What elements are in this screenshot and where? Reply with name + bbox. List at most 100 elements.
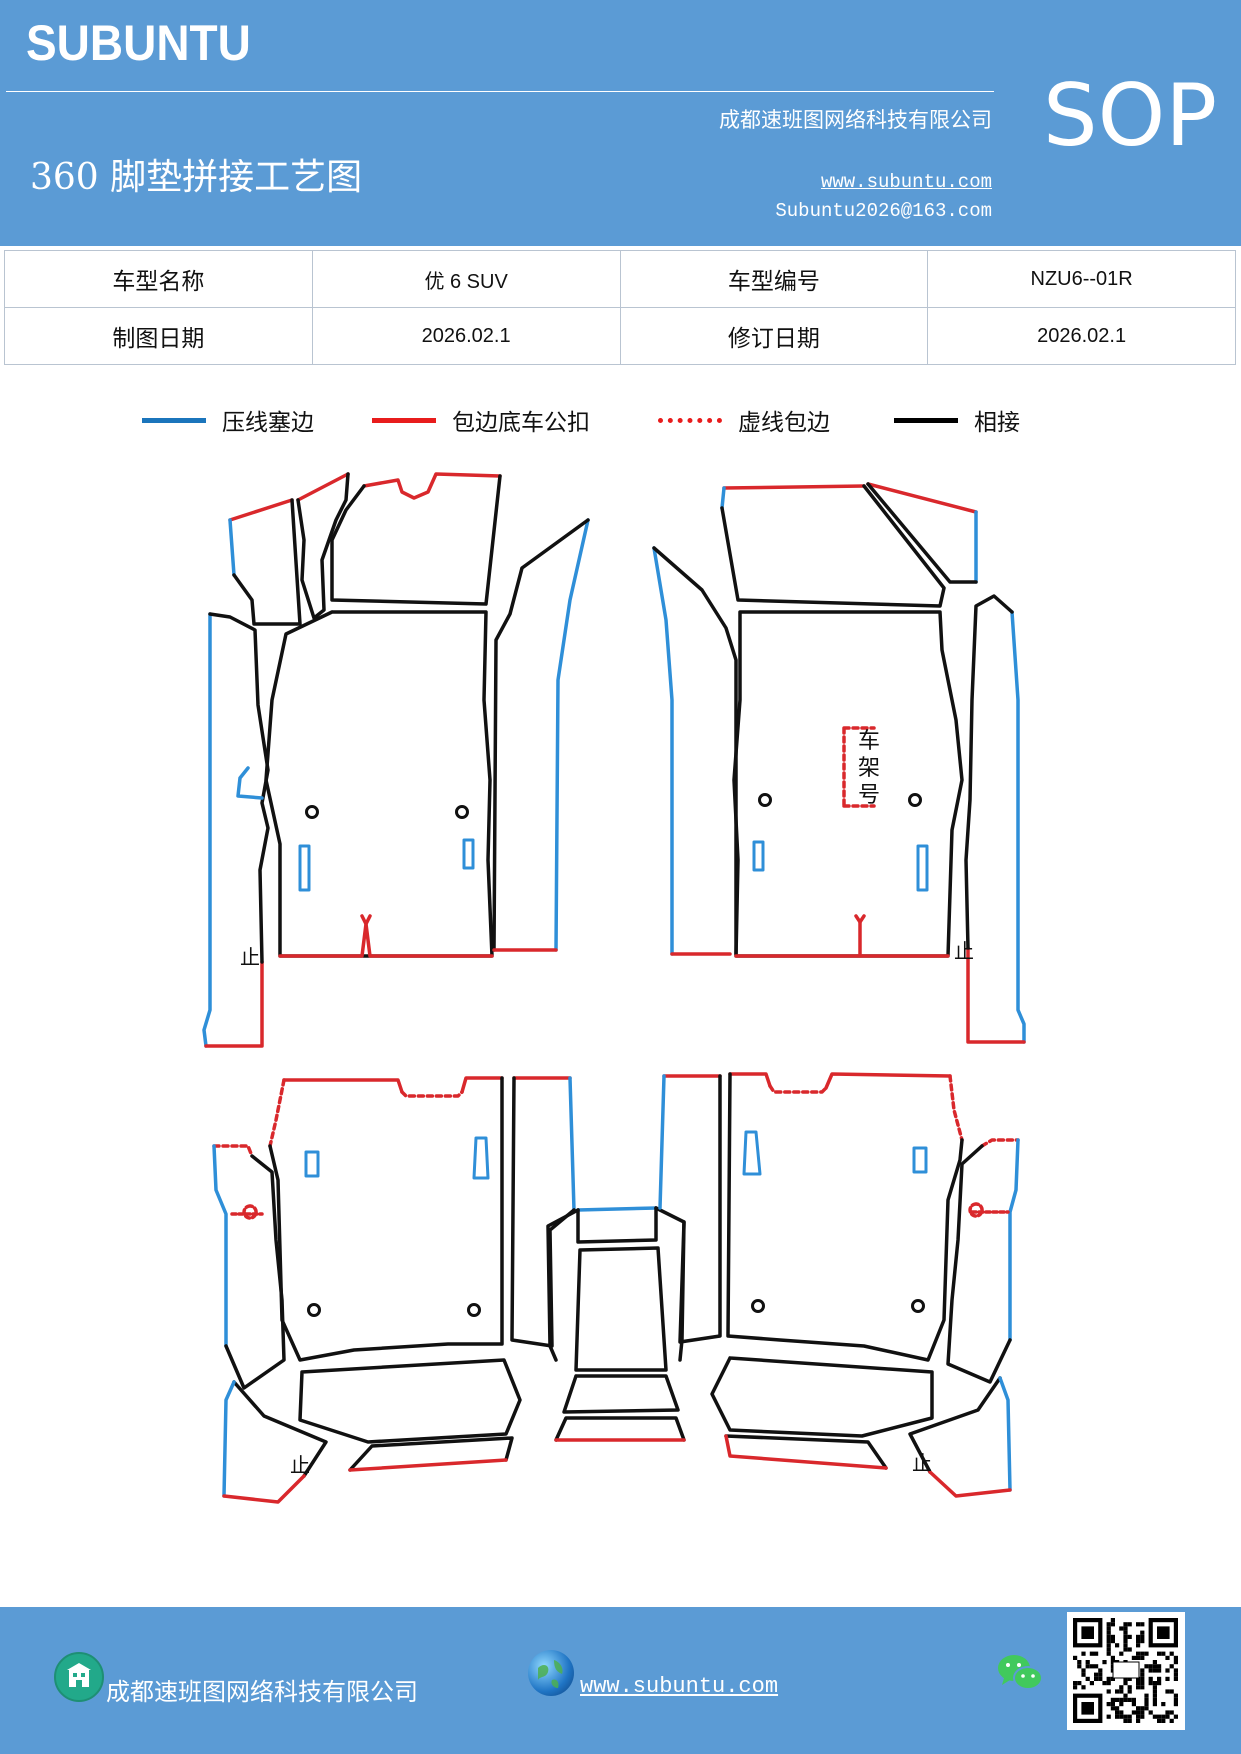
sop-badge: SOP — [1043, 66, 1218, 166]
fl-top-left-panel-join — [232, 498, 302, 626]
rl-anchor-slot — [472, 1136, 490, 1180]
fl-clip-hole — [455, 805, 469, 819]
front-left-mat-group: 止 — [202, 472, 590, 1048]
fl-side-notch — [236, 766, 264, 800]
rl-tunnel-strip-right — [568, 1076, 576, 1212]
center-tunnel-group — [546, 1206, 686, 1442]
header-divider — [6, 91, 994, 92]
rl-bottom-strip-join — [348, 1436, 514, 1472]
ct-upper-join — [546, 1208, 580, 1362]
ct-lower-block — [562, 1374, 680, 1414]
rr-clip-hole — [911, 1299, 925, 1313]
footer-website-link[interactable]: www.subuntu.com — [580, 1674, 779, 1699]
header-banner — [0, 0, 1241, 246]
legend-label: 压线塞边 — [222, 410, 314, 436]
rl-tunnel-strip-join — [510, 1076, 576, 1348]
table-row: 车型名称 优 6 SUV 车型编号 NZU6--01R — [4, 250, 1236, 308]
fr-anchor-slot — [916, 844, 929, 892]
fl-heel-panel-join — [330, 474, 502, 606]
rl-side-strip-dotted — [212, 1144, 254, 1158]
wechat-icon[interactable] — [996, 1652, 1044, 1696]
legend-item-press: 压线塞边 — [142, 400, 314, 440]
legend-label: 包边底车公扣 — [452, 410, 590, 436]
rr-main-mat-dotted — [768, 1074, 964, 1142]
info-table: 车型名称 优 6 SUV 车型编号 NZU6--01R 制图日期 2026.02… — [4, 250, 1236, 365]
rr-main-mat-top — [728, 1072, 952, 1090]
fr-side-strip-bottom — [966, 946, 1026, 1044]
fr-clip-hole — [758, 793, 772, 807]
fr-side-strip-outer — [1010, 610, 1026, 1044]
rr-tunnel-strip-left — [658, 1074, 666, 1210]
rr-anchor-slot — [912, 1146, 928, 1174]
brand-logo: SUBUNTU — [26, 15, 251, 71]
fr-side-strip-join — [964, 594, 1014, 950]
rl-anchor-slot — [304, 1150, 320, 1178]
fr-main-mat-notch — [854, 914, 866, 924]
ct-top-cap-blue — [576, 1206, 658, 1212]
rr-clip-hole — [751, 1299, 765, 1313]
rl-clip-hole — [467, 1303, 481, 1317]
fl-door-strip-join — [492, 518, 590, 952]
rl-bottom-strip-edge — [348, 1458, 508, 1472]
rear-left-mat-group: 止 — [212, 1076, 576, 1504]
fl-door-strip-right — [554, 518, 590, 952]
rr-stop-label: 止 — [912, 1451, 932, 1475]
fl-anchor-slot — [298, 844, 311, 892]
rr-corner-piece-join — [908, 1376, 1002, 1474]
rr-corner-piece-outer — [998, 1376, 1012, 1492]
fr-main-mat-join — [732, 610, 964, 958]
rl-corner-piece-outer — [222, 1380, 236, 1498]
rl-main-mat-top — [282, 1076, 504, 1094]
fl-pedal-strip-join — [296, 472, 350, 620]
rr-main-mat-join — [726, 1072, 964, 1362]
fl-main-mat-bottom — [278, 922, 494, 958]
fl-pedal-strip-top — [296, 472, 350, 502]
legend-item-join: 相接 — [894, 400, 1020, 440]
footer-company: 成都速班图网络科技有限公司 — [106, 1678, 418, 1706]
model-name-label: 车型名称 — [4, 250, 313, 308]
rr-corner-piece-edge — [928, 1470, 1012, 1498]
rr-tunnel-strip-join — [678, 1074, 722, 1344]
fr-corner-panel-top — [866, 482, 978, 514]
rl-clip-hole — [307, 1303, 321, 1317]
ct-middle-block — [574, 1246, 668, 1372]
model-code-value: NZU6--01R — [927, 250, 1236, 308]
fl-side-strip-outer — [202, 612, 212, 1048]
model-code-label: 车型编号 — [619, 250, 929, 308]
fr-heel-panel-top — [722, 484, 866, 490]
rl-side-strip-outer — [212, 1144, 228, 1348]
page-title: 360 脚垫拼接工艺图 — [30, 157, 363, 198]
table-row: 制图日期 2026.02.1 修订日期 2026.02.1 — [4, 307, 1236, 365]
rl-side-strip-join — [224, 1154, 286, 1390]
fr-stop-label: 止 — [954, 939, 974, 963]
rl-main-mat-dotted — [268, 1078, 464, 1148]
rl-main-mat-join — [268, 1076, 504, 1362]
fl-stop-label: 止 — [240, 945, 260, 969]
fl-top-left-panel-left — [228, 518, 236, 577]
fr-clip-hole — [908, 793, 922, 807]
fr-vin-char: 架 — [858, 756, 880, 781]
legend-swatch — [658, 417, 722, 423]
rl-lower-panel-join — [298, 1358, 522, 1444]
revision-date-label: 修订日期 — [619, 307, 929, 365]
legend-label: 虚线包边 — [738, 410, 830, 436]
model-name-value: 优 6 SUV — [311, 250, 621, 308]
fl-side-strip-bottom — [204, 960, 264, 1048]
legend-swatch — [372, 417, 436, 423]
fr-heel-panel-join — [720, 484, 946, 608]
drawing-date-value: 2026.02.1 — [311, 307, 621, 365]
rr-bottom-strip-join — [724, 1434, 888, 1470]
header-website-link[interactable]: www.subuntu.com — [820, 171, 992, 193]
rr-side-strip-outer — [1008, 1138, 1020, 1342]
legend-swatch — [894, 417, 958, 423]
fr-vin-char: 号 — [858, 783, 880, 808]
fl-clip-hole — [305, 805, 319, 819]
fl-heel-panel-top — [362, 472, 502, 500]
rr-side-strip-join — [946, 1144, 1012, 1384]
fr-door-strip-left — [652, 546, 674, 956]
legend-item-edge: 包边底车公扣 — [372, 400, 590, 440]
legend-label: 相接 — [974, 410, 1020, 436]
legend-swatch — [142, 417, 206, 423]
fr-main-mat-bottom — [734, 920, 950, 958]
fr-vin-window — [842, 726, 876, 808]
